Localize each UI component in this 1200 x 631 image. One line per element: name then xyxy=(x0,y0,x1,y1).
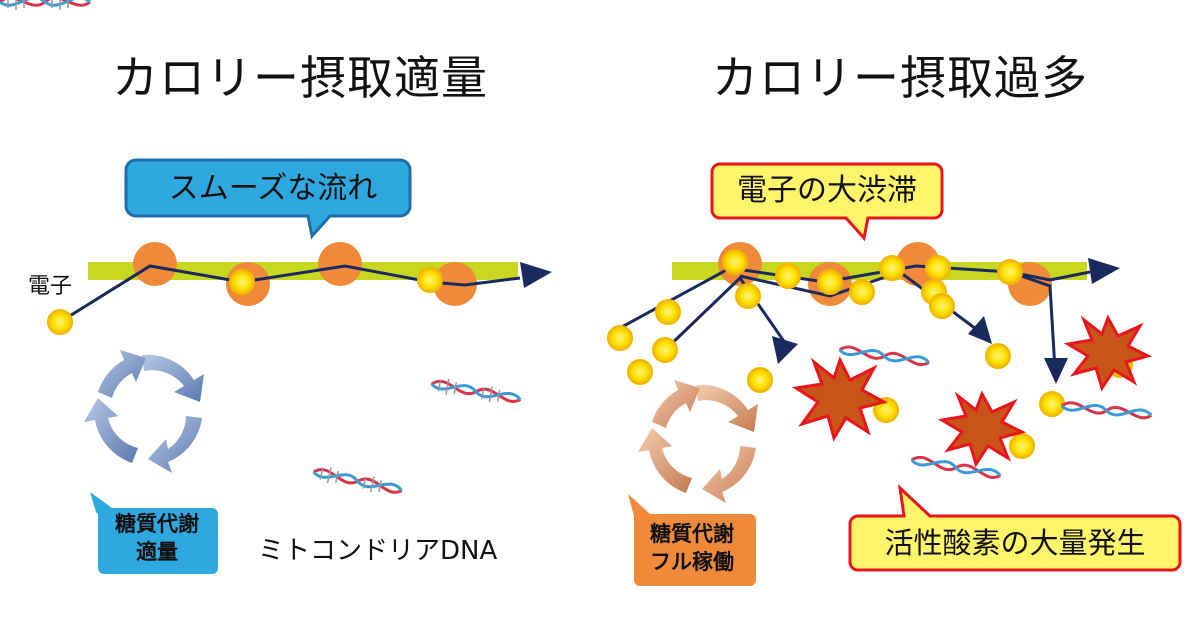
dna-helix-icon xyxy=(910,456,1002,479)
ros-callout-text: 活性酸素の大量発生 xyxy=(884,526,1146,560)
metabolism-box xyxy=(90,492,218,574)
left-title: カロリー摂取適量 xyxy=(112,51,488,105)
electron-cluster xyxy=(607,249,1133,459)
dna-helix-icon xyxy=(312,467,403,494)
jam-callout-text: 電子の大渋滞 xyxy=(737,173,917,208)
leak-arrowhead xyxy=(968,316,992,344)
flow-arrowhead xyxy=(520,262,552,288)
complex-1 xyxy=(133,242,177,286)
left-diagram xyxy=(0,0,552,574)
ros-burst-icon xyxy=(937,390,1027,468)
ros-burst-icon xyxy=(791,356,889,442)
dna-helix-icon xyxy=(0,0,92,10)
leak-arrowhead xyxy=(772,336,798,364)
metabolism-box-line2: フル稼働 xyxy=(650,550,734,574)
dna-label: ミトコンドリアDNA xyxy=(258,536,498,566)
flow-arrowhead xyxy=(1088,258,1120,284)
right-title: カロリー摂取過多 xyxy=(712,51,1088,105)
electron xyxy=(47,309,73,335)
membrane-bar xyxy=(88,262,518,280)
dna-helix-icon xyxy=(430,378,522,403)
dna-helix-icon xyxy=(1060,401,1153,420)
left-panel: カロリー摂取適量 xyxy=(0,0,552,574)
metabolism-box xyxy=(628,494,756,586)
dna-helix-icon xyxy=(838,345,931,366)
flow-callout xyxy=(124,158,412,240)
metabolism-box-line1: 糖質代謝 xyxy=(650,522,734,546)
flow-callout-text: スムーズな流れ xyxy=(168,171,378,206)
electron xyxy=(229,269,255,295)
metabolism-cycle-icon xyxy=(84,350,204,473)
electron-path xyxy=(59,264,521,324)
right-diagram xyxy=(607,162,1182,586)
electron-label: 電子 xyxy=(28,274,73,299)
jam-callout xyxy=(710,162,944,242)
metabolism-box-line1: 糖質代謝 xyxy=(115,512,199,536)
metabolism-cycle-icon xyxy=(638,380,758,503)
metabolism-box-line2: 適量 xyxy=(136,540,178,564)
ros-burst-icon xyxy=(1063,314,1153,392)
complex-3 xyxy=(318,242,362,286)
ros-callout xyxy=(848,484,1182,572)
electron xyxy=(417,267,443,293)
leak-arrowhead xyxy=(1044,358,1068,384)
right-panel: カロリー摂取過多 xyxy=(600,0,1200,631)
